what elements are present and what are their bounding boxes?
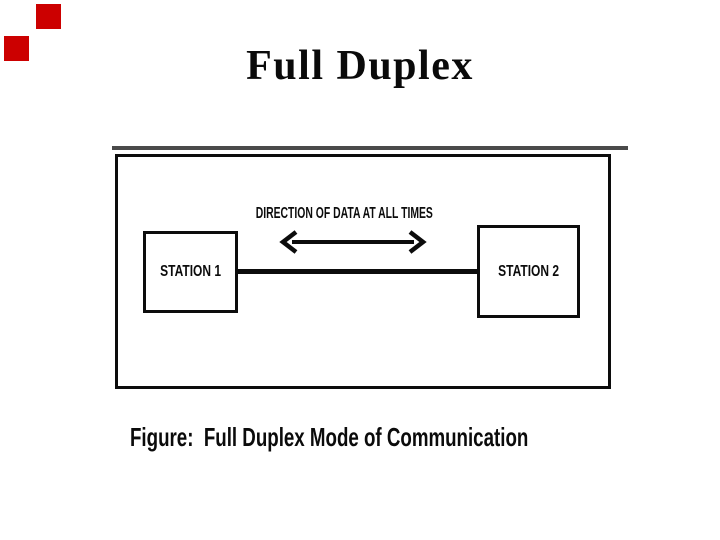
station-2-box: STATION 2 [477, 225, 580, 318]
station-link-line [238, 269, 477, 274]
figure-frame: DIRECTION OF DATA AT ALL TIMES STATION 1… [115, 154, 611, 389]
red-accent-square-left [4, 36, 29, 61]
direction-label-row: DIRECTION OF DATA AT ALL TIMES [118, 205, 570, 223]
figure-top-rule [112, 146, 628, 150]
figure-caption: Figure: Full Duplex Mode of Communicatio… [130, 422, 529, 452]
station-1-box: STATION 1 [143, 231, 238, 313]
double-headed-arrow-icon [279, 230, 427, 254]
station-1-label: STATION 1 [160, 263, 221, 280]
direction-of-data-label: DIRECTION OF DATA AT ALL TIMES [255, 205, 433, 222]
station-2-label: STATION 2 [498, 262, 559, 280]
slide-title: Full Duplex [246, 43, 474, 89]
red-accent-square-top [36, 4, 61, 29]
